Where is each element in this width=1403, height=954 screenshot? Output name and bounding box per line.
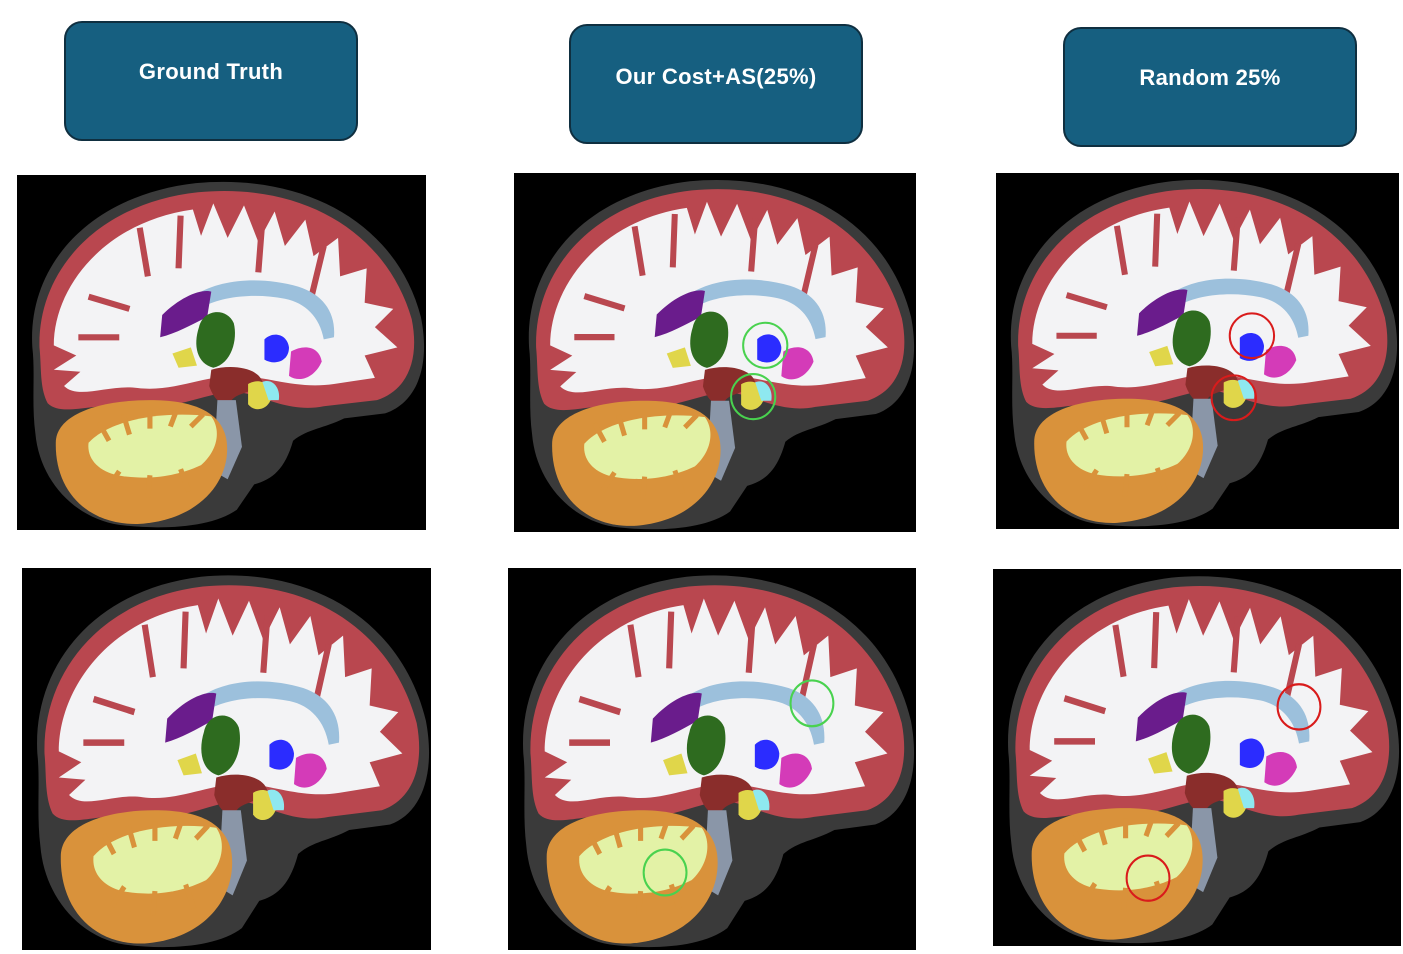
header-ground-truth-label: Ground Truth (138, 59, 284, 84)
header-ground-truth: Ground Truth (64, 21, 358, 141)
panel-ground-truth-top (17, 175, 426, 530)
red-circle-icon (1125, 854, 1171, 902)
red-circle-icon (1228, 312, 1276, 360)
panel-ours-bottom (508, 568, 916, 950)
header-random-label: Random 25% (1139, 65, 1281, 90)
green-circle-icon (642, 848, 688, 897)
red-circle-icon (1210, 374, 1257, 422)
panel-ground-truth-bottom (22, 568, 431, 950)
red-circle-icon (1276, 683, 1322, 731)
brain-scan (993, 569, 1401, 946)
panel-random-top (996, 173, 1399, 529)
header-ours: Our Cost+AS(25%) (569, 24, 863, 144)
brain-scan (17, 175, 426, 530)
brain-scan (514, 173, 916, 532)
panel-random-bottom (993, 569, 1401, 946)
brain-scan (508, 568, 916, 950)
green-circle-icon (730, 373, 777, 421)
header-random: Random 25% (1063, 27, 1357, 147)
header-ours-label: Our Cost+AS(25%) (615, 64, 817, 89)
green-circle-icon (742, 321, 789, 369)
green-circle-icon (789, 679, 835, 728)
brain-scan (996, 173, 1399, 529)
brain-scan (22, 568, 431, 950)
panel-ours-top (514, 173, 916, 532)
